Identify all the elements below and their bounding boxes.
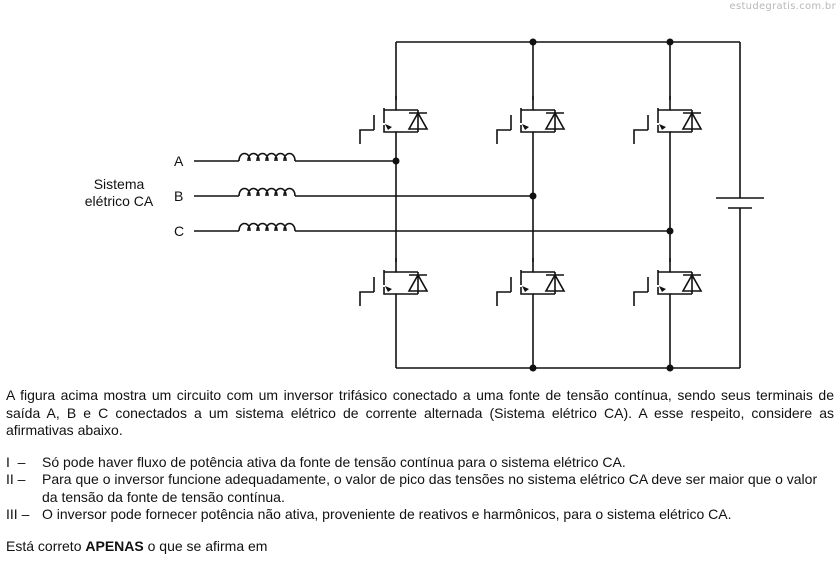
statement-text: O inversor pode fornecer potência não at… — [42, 506, 732, 522]
phase-c-line — [194, 222, 670, 232]
statement-item: I – Só pode haver fluxo de potência ativ… — [6, 454, 834, 472]
statement-text: Para que o inversor funcione adequadamen… — [42, 471, 818, 505]
igbt-switch-upper-b — [496, 95, 565, 151]
igbt-switch-lower-a — [359, 257, 428, 313]
igbt-switch-lower-b — [496, 257, 565, 313]
igbt-switch-lower-c — [633, 257, 702, 313]
igbt-switch-upper-c — [633, 95, 702, 151]
question-text: A figura acima mostra um circuito com um… — [6, 387, 834, 555]
statement-numeral: II – — [6, 471, 26, 487]
junction-dots — [392, 38, 674, 372]
dc-voltage-source — [716, 197, 764, 209]
phase-b-line — [194, 187, 533, 197]
inverter-leg-c — [633, 42, 702, 368]
terminal-label-b: B — [174, 188, 183, 204]
inverter-circuit-diagram: A B C Sistema elétrico CA — [85, 38, 764, 372]
watermark: estudegratis.com.br — [729, 1, 836, 12]
inductor-b — [238, 187, 296, 197]
statement-text: Só pode haver fluxo de potência ativa da… — [42, 453, 626, 470]
statement-list: I – Só pode haver fluxo de potência ativ… — [6, 454, 834, 524]
inverter-leg-b — [496, 42, 565, 368]
ac-system-label-line2: elétrico CA — [85, 193, 154, 209]
inverter-leg-a — [359, 42, 428, 368]
statement-item: II – Para que o inversor funcione adequa… — [6, 471, 834, 506]
statement-item: III – O inversor pode fornecer potência … — [6, 506, 834, 524]
statement-numeral: III – — [6, 506, 30, 522]
dc-rails — [396, 41, 741, 369]
phase-a-line — [194, 152, 396, 162]
igbt-switch-upper-a — [359, 95, 428, 151]
question-intro: A figura acima mostra um circuito com um… — [6, 387, 834, 438]
inductor-c — [238, 222, 296, 232]
question-closing: Está correto APENAS o que se afirma em — [6, 537, 268, 554]
ac-system-label-line1: Sistema — [94, 176, 145, 192]
statement-numeral: I – — [6, 453, 26, 470]
terminal-label-c: C — [174, 223, 184, 239]
terminal-label-a: A — [174, 153, 184, 169]
inductor-a — [238, 152, 296, 162]
